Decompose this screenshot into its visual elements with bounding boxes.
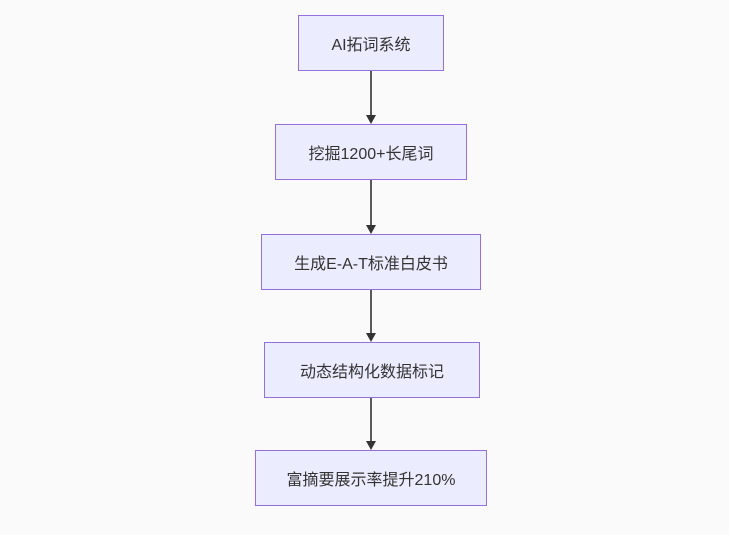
flow-node-ai-word-expansion-system: AI拓词系统 — [298, 15, 444, 71]
edge-line — [370, 398, 372, 442]
flow-node-label: 生成E-A-T标准白皮书 — [294, 256, 448, 273]
arrowhead-down-icon — [366, 115, 376, 124]
flow-node-mine-longtail-keywords: 挖掘1200+长尾词 — [275, 124, 467, 180]
flow-node-generate-eat-whitepaper: 生成E-A-T标准白皮书 — [261, 234, 481, 290]
edge-arrow-1 — [366, 71, 376, 124]
flow-node-label: AI拓词系统 — [331, 37, 411, 54]
edge-line — [370, 290, 372, 334]
edge-arrow-3 — [366, 290, 376, 342]
edge-line — [370, 71, 372, 116]
edge-line — [370, 180, 372, 226]
flow-node-label: 动态结构化数据标记 — [299, 364, 444, 381]
flow-node-rich-snippet-rate-increase: 富摘要展示率提升210% — [255, 450, 487, 506]
flow-node-label: 挖掘1200+长尾词 — [308, 146, 434, 163]
edge-arrow-4 — [366, 398, 376, 450]
edge-arrow-2 — [366, 180, 376, 234]
arrowhead-down-icon — [366, 225, 376, 234]
arrowhead-down-icon — [366, 333, 376, 342]
flow-node-dynamic-structured-data-markup: 动态结构化数据标记 — [264, 342, 480, 398]
flow-node-label: 富摘要展示率提升210% — [286, 472, 456, 489]
arrowhead-down-icon — [366, 441, 376, 450]
